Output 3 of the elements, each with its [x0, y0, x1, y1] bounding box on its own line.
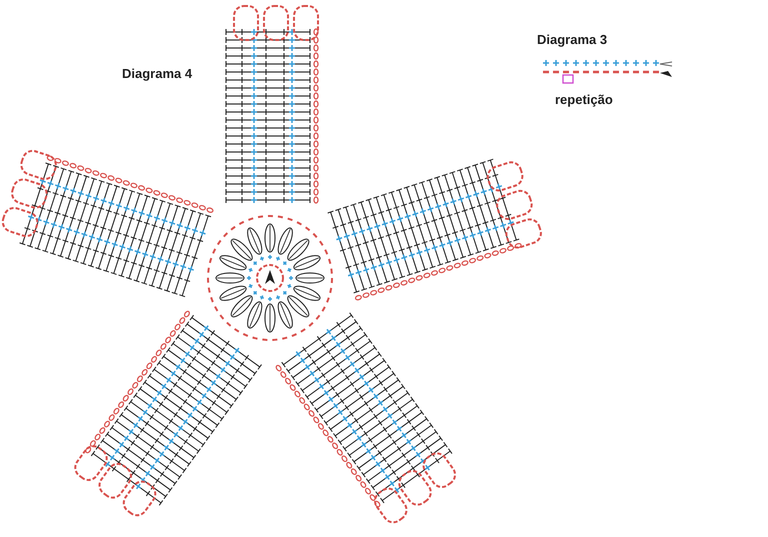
diagram-label: Diagrama 4 [122, 66, 192, 81]
repeat-label: repetição [555, 92, 613, 107]
diagram-label: Diagrama 3 [537, 32, 608, 47]
